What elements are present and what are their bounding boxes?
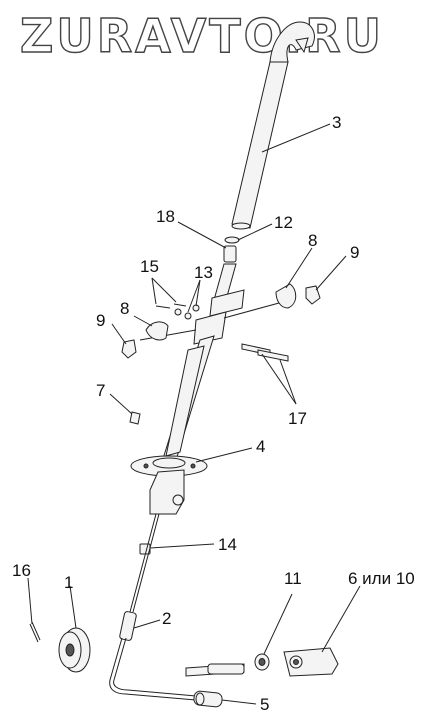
callout-16: 16: [12, 561, 31, 580]
leader-lines: [27, 123, 361, 705]
part-3-lever-tube: [231, 21, 315, 230]
callout-13: 13: [194, 263, 213, 282]
callout-7: 7: [96, 381, 105, 400]
part-2-control-rod: [109, 513, 197, 701]
part-9-clip-right: [305, 285, 321, 305]
callout-15: 15: [140, 257, 159, 276]
callout-5: 5: [260, 695, 269, 714]
part-17-axles: [241, 343, 289, 362]
part-8-cam-right: [275, 283, 297, 309]
callout-17: 17: [288, 409, 307, 428]
callout-9-left: 9: [96, 311, 105, 330]
lower-connecting-rod: [185, 663, 245, 677]
callout-11: 11: [284, 569, 302, 588]
callout-14: 14: [218, 535, 237, 554]
callout-4: 4: [256, 437, 265, 456]
callout-8-right: 8: [308, 231, 317, 250]
callout-6-or-10: 6 или 10: [348, 569, 415, 588]
part-12-washer: [224, 236, 240, 244]
callout-18: 18: [156, 207, 175, 226]
part-7-pin: [129, 411, 141, 425]
callout-9-right: 9: [350, 243, 359, 262]
part-18-bushing: [223, 245, 237, 263]
part-5-end-cap: [193, 690, 223, 708]
part-16-cotter-pin: [29, 621, 41, 643]
callout-8-left: 8: [120, 299, 129, 318]
callout-12: 12: [274, 213, 293, 232]
part-8-cam-left: [145, 321, 169, 341]
part-13-nuts: [174, 304, 200, 320]
part-1-pulley: [58, 627, 91, 673]
callout-2: 2: [162, 609, 171, 628]
part-15-pins: [155, 303, 187, 309]
callout-3: 3: [332, 113, 341, 132]
part-11-nut: [254, 653, 270, 671]
part-4-support-bracket: [130, 263, 291, 515]
part-6-10-clevis: [283, 647, 339, 677]
callout-1: 1: [64, 573, 73, 592]
watermark-logo: ZURAVTO.RU: [20, 9, 384, 63]
part-9-clip-left: [121, 339, 137, 359]
